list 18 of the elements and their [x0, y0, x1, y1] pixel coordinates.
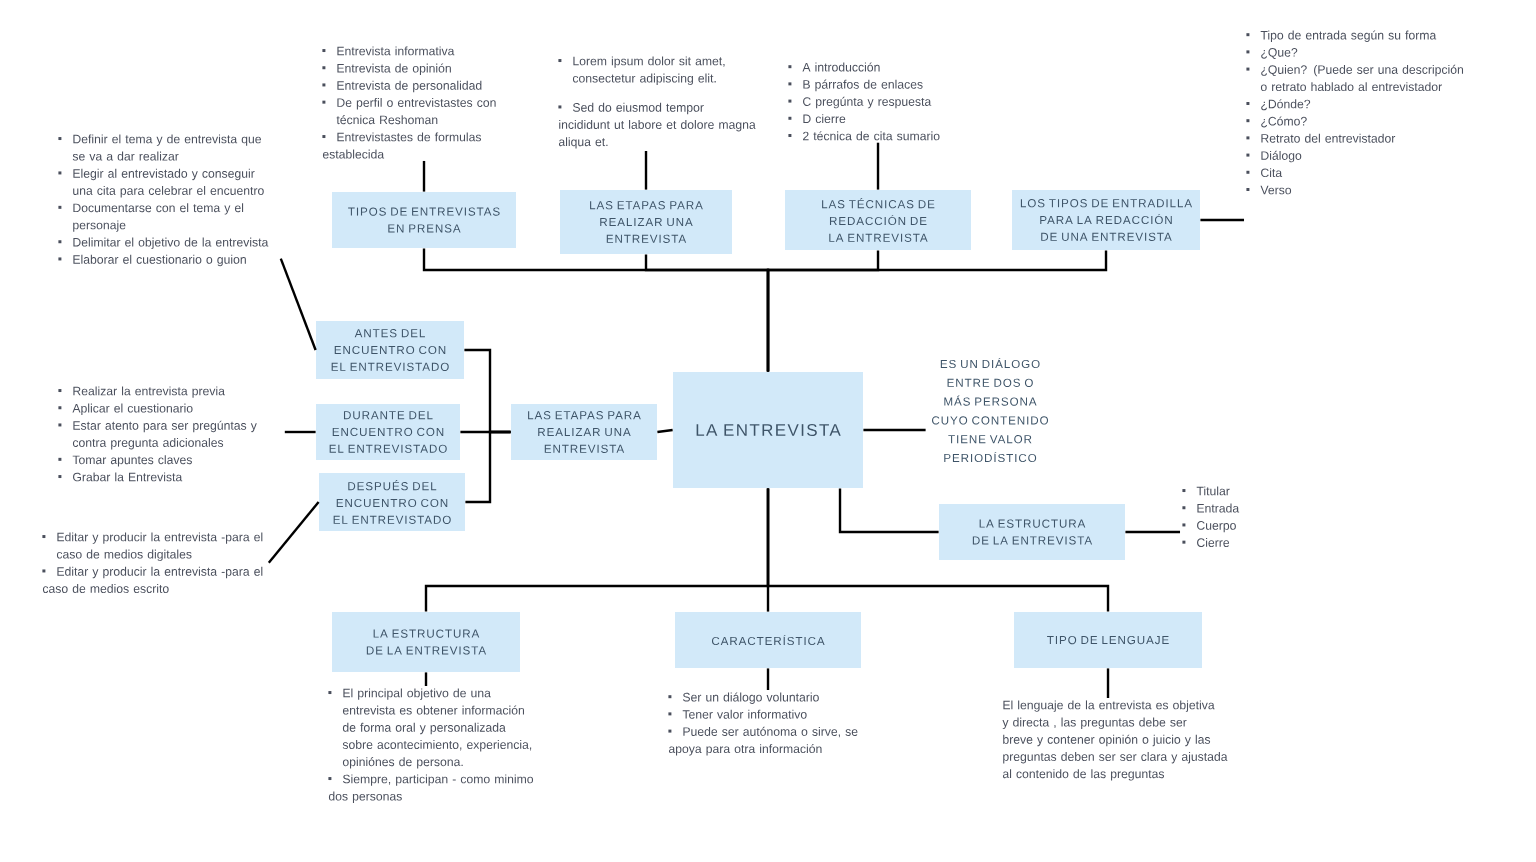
connector-line — [424, 672, 428, 686]
connector-line — [766, 250, 1108, 372]
connector-line — [766, 668, 770, 690]
connector-line — [1106, 668, 1110, 698]
connector-line — [644, 150, 648, 190]
connector-line — [267, 501, 320, 564]
connector-line — [1125, 530, 1180, 534]
connector-line — [284, 430, 316, 434]
connector-line — [657, 428, 673, 434]
connector-line — [465, 430, 511, 504]
connector-line — [766, 488, 1110, 612]
connector-line — [838, 488, 939, 534]
connector-line — [1200, 218, 1244, 222]
connector-line — [863, 428, 926, 432]
connector-line — [279, 258, 317, 351]
topic-box: LA ENTREVISTA — [673, 372, 863, 488]
connector-line — [876, 142, 880, 190]
connector-line — [422, 160, 426, 192]
